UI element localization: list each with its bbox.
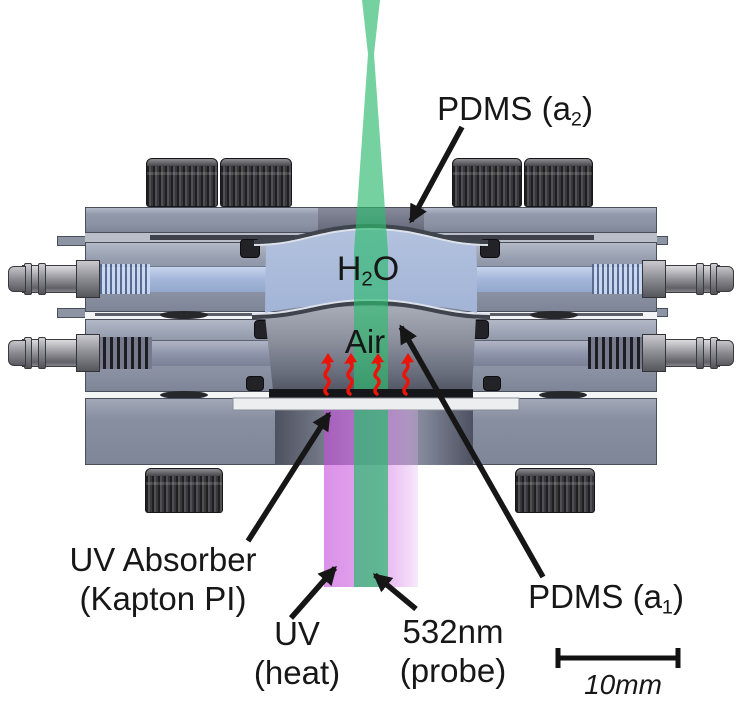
barb-fitting-tip-lower-right bbox=[716, 340, 734, 366]
barb-fitting-nut-lower-right bbox=[642, 334, 666, 372]
barb-ridge bbox=[38, 263, 46, 295]
label-air: Air bbox=[345, 323, 385, 362]
label-uv-absorber: UV Absorber (Kapton PI) bbox=[69, 541, 256, 619]
scale-bar bbox=[555, 648, 681, 668]
water-port-threads-right bbox=[592, 264, 642, 294]
heat-arrow-4 bbox=[401, 353, 414, 396]
air-port-threads-left bbox=[96, 337, 152, 369]
label-pdms-a1: PDMS (a1) bbox=[528, 578, 684, 620]
probe-line1: 532nm bbox=[402, 613, 504, 650]
kapton-holder-plate bbox=[232, 397, 520, 411]
barb-ridge bbox=[696, 337, 704, 369]
probe-line2: (probe) bbox=[399, 651, 507, 689]
pdms-a2-prefix: PDMS (a bbox=[437, 90, 571, 127]
label-scale-10mm: 10mm bbox=[584, 668, 662, 701]
label-probe: 532nm (probe) bbox=[400, 613, 506, 691]
pdms-a2-subscript: 2 bbox=[570, 108, 582, 131]
gasket-wedge-middle-right bbox=[530, 311, 578, 319]
label-uv-heat: UV (heat) bbox=[254, 615, 340, 693]
barb-fitting-tip-upper-left bbox=[8, 266, 26, 292]
o-ring-bottom-left bbox=[246, 376, 264, 391]
shim-strip-left bbox=[150, 235, 312, 240]
arrow-uv-heat bbox=[288, 565, 338, 620]
uv-heat-line2: (heat) bbox=[253, 653, 341, 691]
knurled-screw-bottom-right bbox=[515, 468, 595, 513]
gasket-wedge-bottom-right bbox=[539, 391, 587, 399]
pdms-a1-suffix: ) bbox=[672, 578, 684, 615]
label-pdms-a2: PDMS (a2) bbox=[437, 90, 593, 132]
probe-beam-upper bbox=[354, 0, 388, 389]
heat-arrow-3 bbox=[371, 353, 384, 396]
uv-absorber-line1: UV Absorber bbox=[69, 541, 257, 578]
air-text: Air bbox=[344, 323, 386, 360]
pdms-a1-prefix: PDMS (a bbox=[528, 578, 662, 615]
barb-ridge bbox=[38, 337, 46, 369]
arrow-probe bbox=[372, 572, 418, 612]
barb-fitting-tip-upper-right bbox=[716, 266, 734, 292]
knurled-screw-top-right-1 bbox=[452, 158, 522, 207]
gasket-wedge-middle-left bbox=[160, 311, 208, 319]
heat-arrows bbox=[321, 353, 414, 396]
pdms-a1-subscript: 1 bbox=[661, 596, 673, 619]
barb-fitting-nut-upper-right bbox=[642, 260, 666, 298]
barb-fitting-tip-lower-left bbox=[8, 340, 26, 366]
heat-arrow-2 bbox=[344, 353, 357, 396]
knurled-screw-bottom-left bbox=[145, 468, 223, 513]
uv-absorber-strip bbox=[269, 389, 473, 398]
heat-arrow-1 bbox=[321, 353, 334, 396]
annotation-arrows bbox=[245, 125, 546, 620]
o-ring-bottom-right bbox=[483, 376, 501, 391]
scale-text: 10mm bbox=[584, 669, 662, 700]
shim-strip-right bbox=[432, 235, 594, 240]
label-h2o: H2O bbox=[337, 249, 399, 292]
knurled-screw-top-right-2 bbox=[524, 158, 593, 207]
knurled-screw-top-left-2 bbox=[220, 158, 292, 207]
h2o-prefix: H bbox=[336, 250, 362, 288]
h2o-suffix: O bbox=[372, 250, 400, 288]
probe-beam-lower bbox=[354, 410, 388, 587]
air-port-threads-right bbox=[588, 337, 644, 369]
h2o-subscript: 2 bbox=[361, 268, 373, 291]
uv-absorber-line2: (Kapton PI) bbox=[79, 579, 247, 617]
arrow-uv-absorber bbox=[245, 411, 332, 543]
knurled-screw-top-left-1 bbox=[146, 158, 218, 207]
arrow-pdms-a2 bbox=[408, 125, 465, 224]
gasket-wedge-bottom-left bbox=[160, 391, 208, 399]
water-port-threads-left bbox=[100, 264, 150, 294]
barb-fitting-nut-upper-left bbox=[76, 260, 100, 298]
uv-heat-line1: UV bbox=[274, 615, 320, 652]
arrow-pdms-a1 bbox=[398, 324, 546, 579]
barb-fitting-nut-lower-left bbox=[76, 334, 100, 372]
barb-ridge bbox=[696, 263, 704, 295]
pdms-a2-suffix: ) bbox=[581, 90, 593, 127]
